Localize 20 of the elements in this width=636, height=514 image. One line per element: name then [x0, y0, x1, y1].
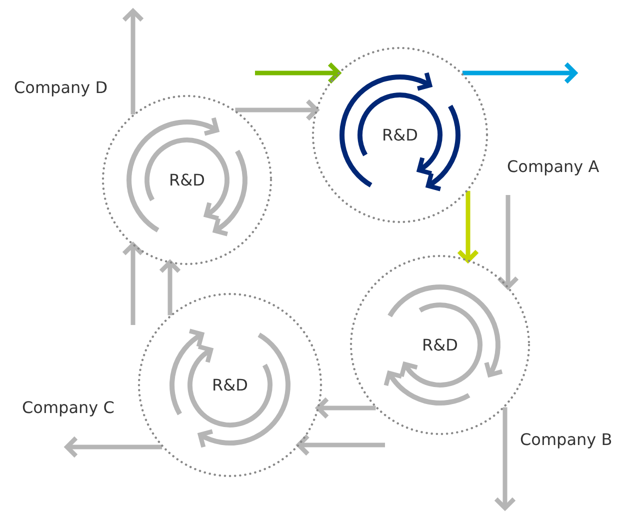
arrow — [456, 190, 480, 263]
arrow — [122, 8, 144, 114]
arrow — [494, 407, 516, 510]
circle-label: R&D — [382, 126, 418, 144]
company-label: Company A — [507, 157, 600, 176]
company-label: Company C — [22, 398, 114, 417]
arrow — [296, 434, 385, 456]
arrow — [316, 396, 376, 420]
arrow — [122, 242, 144, 325]
company-label: Company D — [14, 78, 108, 97]
arrow — [462, 62, 578, 84]
arrow — [255, 62, 341, 84]
company-label: Company B — [520, 430, 612, 449]
arrow — [64, 436, 162, 458]
circle-label: R&D — [422, 336, 458, 354]
circle-label: R&D — [169, 170, 205, 190]
arrow — [235, 98, 319, 122]
arrow — [158, 260, 182, 316]
circle-label: R&D — [212, 376, 248, 394]
arrow — [496, 195, 520, 290]
